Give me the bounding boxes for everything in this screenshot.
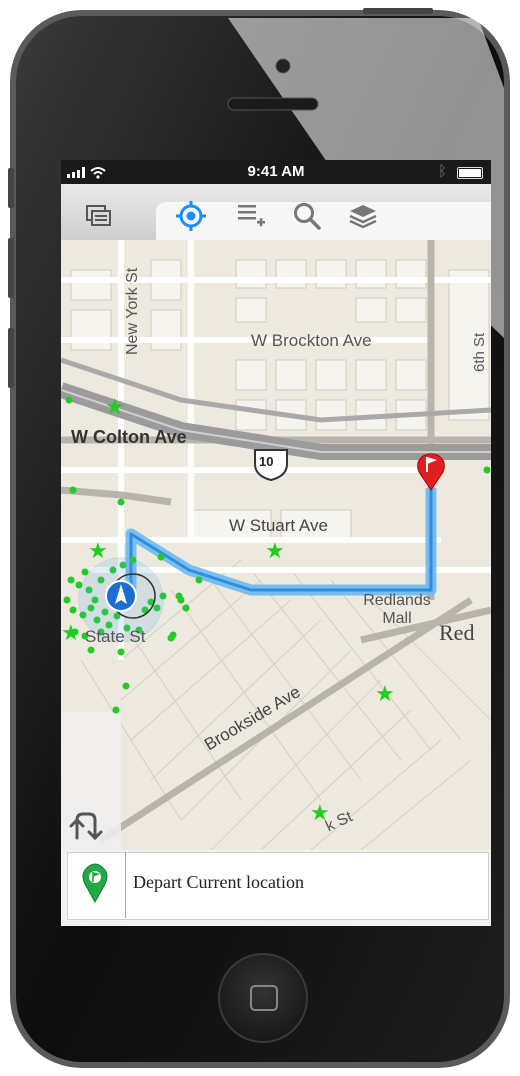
interstate-label: 10 <box>259 454 274 469</box>
direction-step-text: Depart Current location <box>133 872 304 892</box>
search-icon[interactable] <box>287 198 327 234</box>
home-button[interactable] <box>218 953 308 1043</box>
place-label-red: Red <box>439 620 475 645</box>
street-label-sixth: 6th St <box>471 332 488 372</box>
map-toolbar <box>61 184 491 240</box>
street-label-brockton: W Brockton Ave <box>251 331 372 350</box>
place-label-redlands-mall: Redlands Mall <box>363 592 431 627</box>
app-screen: 9:41 AM ᛒ <box>61 160 491 926</box>
layers-icon[interactable] <box>343 198 383 234</box>
destination-flag-icon <box>417 453 445 491</box>
street-label-stuart: W Stuart Ave <box>229 516 328 535</box>
svg-text:★: ★ <box>375 682 395 707</box>
svg-text:★: ★ <box>105 395 125 420</box>
map-canvas[interactable]: ★ ★ ★ ★ ★ ★ <box>61 240 491 850</box>
battery-icon <box>457 167 483 179</box>
directions-toggle-icon <box>69 812 103 841</box>
basemap-icon[interactable] <box>79 198 119 234</box>
direction-margin-rule <box>125 852 126 918</box>
toolbar-active-tab <box>156 202 491 240</box>
svg-text:★: ★ <box>265 539 285 564</box>
bluetooth-icon: ᛒ <box>437 163 447 180</box>
directions-panel: Depart Current location <box>61 850 491 926</box>
street-label-state: State St <box>85 627 146 646</box>
svg-text:★: ★ <box>61 621 81 646</box>
current-location-icon <box>78 557 164 643</box>
street-label-new-york: New York St <box>124 267 141 355</box>
direction-step-card[interactable] <box>67 852 489 920</box>
street-label-colton: W Colton Ave <box>71 427 187 447</box>
home-square-icon <box>250 985 278 1011</box>
green-pin-icon <box>81 862 109 909</box>
list-add-icon[interactable] <box>231 198 271 234</box>
signal-wifi-icon <box>67 164 115 184</box>
status-bar: 9:41 AM ᛒ <box>61 160 491 184</box>
interstate-shield-icon <box>254 449 288 482</box>
locate-icon[interactable] <box>171 198 211 234</box>
svg-text:★: ★ <box>88 539 108 564</box>
map-view[interactable]: ★ ★ ★ ★ ★ ★ <box>61 240 491 850</box>
svg-text:★: ★ <box>310 801 330 826</box>
status-time: 9:41 AM <box>247 163 305 180</box>
